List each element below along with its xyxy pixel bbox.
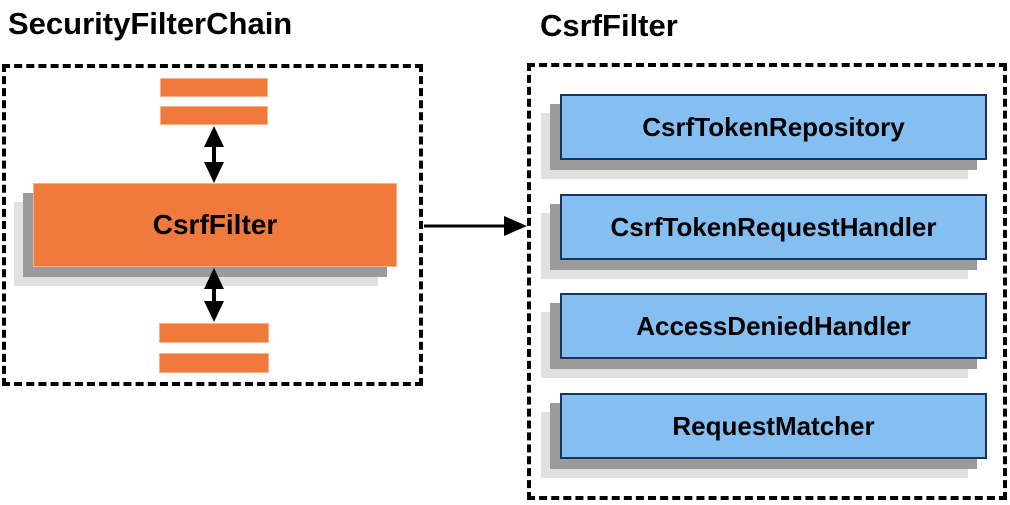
component-label: CsrfTokenRepository [642, 111, 905, 142]
component-csrf-token-request-handler: CsrfTokenRequestHandler [560, 194, 987, 260]
component-label: CsrfTokenRequestHandler [610, 211, 937, 242]
component-access-denied-handler: AccessDeniedHandler [560, 293, 987, 359]
flow-arrow-icon [424, 216, 527, 236]
csrf-filter-group-title: CsrfFilter [540, 8, 678, 43]
security-filter-chain-panel [2, 64, 423, 386]
csrf-filter-node: CsrfFilter [33, 183, 397, 267]
component-request-matcher: RequestMatcher [560, 393, 987, 459]
filter-placeholder-bar [159, 323, 269, 343]
component-label: AccessDeniedHandler [636, 310, 911, 341]
filter-placeholder-bar [159, 353, 269, 373]
component-csrf-token-repository: CsrfTokenRepository [560, 94, 987, 160]
csrf-filter-node-label: CsrfFilter [152, 209, 278, 240]
component-label: RequestMatcher [672, 410, 875, 441]
filter-placeholder-bar [160, 106, 268, 125]
security-filter-chain-title: SecurityFilterChain [8, 6, 293, 41]
csrf-filter-components-panel [527, 63, 1007, 500]
filter-placeholder-bar [160, 78, 268, 97]
